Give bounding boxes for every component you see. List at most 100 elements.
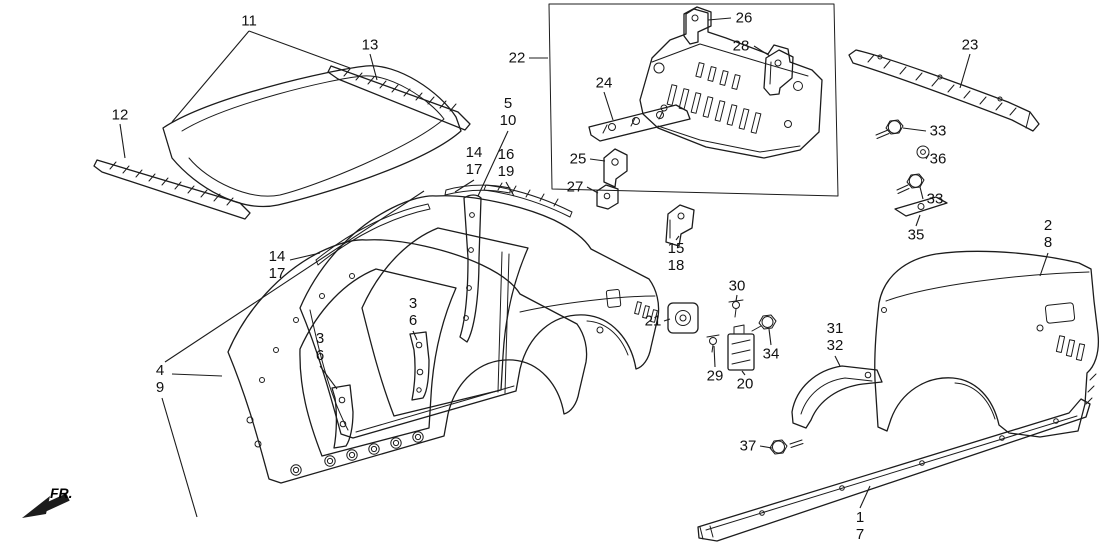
part-label-30: 30 [729, 278, 746, 295]
part-number: 14 [465, 144, 483, 161]
part-label-24: 24 [596, 75, 613, 92]
leader-line-31-32 [834, 355, 841, 367]
part-number: 12 [111, 106, 129, 124]
part-label-20: 20 [737, 376, 754, 393]
bulkhead-bracket-26-shape [683, 6, 712, 45]
leader-line-29 [713, 345, 716, 368]
leader-line-36 [925, 153, 930, 160]
part-label-13: 13 [362, 37, 379, 54]
part-label-26: 26 [736, 10, 753, 27]
group-box-22 [548, 3, 839, 197]
pillar-stiffener-lower-shape [331, 384, 354, 449]
roof-side-rail-right-shape [327, 65, 471, 131]
roof-side-rail-left-shape [93, 159, 251, 220]
quarter-panel-shape [874, 250, 1100, 438]
leader-line-21 [663, 318, 671, 322]
leader-line-5-10 [477, 130, 509, 197]
leader-line-12 [119, 123, 126, 159]
part-number: 35 [907, 226, 925, 244]
striker-bracket-15-18-shape [665, 204, 695, 247]
part-number: 3 [315, 330, 325, 347]
leader-line-13 [369, 53, 378, 81]
part-number: 24 [595, 74, 613, 92]
fr-arrow-icon [22, 496, 50, 518]
leader-line-11 [171, 30, 250, 123]
leader-line-25 [589, 158, 606, 162]
leader-line-14-17-upper [454, 179, 475, 193]
part-number: 20 [736, 375, 754, 393]
part-label-25: 25 [570, 151, 587, 168]
part-number: 3 [408, 295, 418, 312]
pillar-stiffener-upper-shape [409, 331, 430, 401]
leader-line-37 [759, 445, 773, 449]
part-number: 33 [929, 122, 947, 140]
part-label-33-lower: 33 [927, 191, 944, 208]
bracket-20-shape [727, 324, 755, 371]
part-number: 7 [855, 526, 865, 543]
leader-line-28 [753, 45, 771, 57]
part-number: 27 [566, 178, 584, 196]
part-number: 17 [268, 265, 286, 282]
leader-line-30 [735, 294, 738, 302]
leader-line-14-17-left [289, 252, 321, 261]
bracket-25-shape [603, 148, 628, 188]
part-number: 13 [361, 36, 379, 54]
leader-line-11 [248, 30, 351, 69]
bolt-33-upper-icon [875, 119, 904, 139]
bracket-27-shape [596, 184, 619, 210]
rear-bulkhead-panel-shape [639, 8, 823, 159]
part-number: 15 [667, 240, 685, 257]
part-number: 37 [739, 437, 757, 455]
drip-rail-left-shape [315, 203, 431, 266]
part-number: 5 [503, 95, 513, 112]
leader-line-27 [586, 186, 599, 194]
part-label-27: 27 [567, 179, 584, 196]
part-number: 9 [155, 379, 165, 396]
part-number: 28 [732, 37, 750, 55]
part-number: 1 [855, 509, 865, 526]
side-sill-shape [697, 398, 1091, 542]
part-number: 11 [241, 12, 257, 30]
part-label-34: 34 [763, 346, 780, 363]
part-number: 18 [667, 257, 685, 274]
leader-line-3-6-lower [319, 365, 338, 390]
part-number: 22 [508, 49, 526, 67]
part-number: 23 [961, 36, 979, 54]
part-label-36: 36 [930, 151, 947, 168]
leader-line-33-lower [919, 186, 924, 200]
part-label-11: 11 [241, 13, 257, 30]
leader-line-24 [603, 91, 614, 121]
rear-rail-23-shape [848, 49, 1040, 132]
part-label-21: 21 [645, 313, 662, 330]
part-number: 19 [497, 163, 515, 180]
roof-panel-shape [162, 65, 462, 207]
leader-line-23 [959, 53, 971, 89]
part-label-37: 37 [740, 438, 757, 455]
part-number: 10 [499, 112, 517, 129]
splash-guard-31-32-shape [791, 365, 883, 429]
leader-line-26 [707, 17, 732, 21]
center-pillar-stiffener-shape [459, 194, 482, 343]
part-number: 33 [926, 190, 944, 208]
part-label-23: 23 [962, 37, 979, 54]
part-number: 8 [1043, 234, 1053, 251]
part-number: 34 [762, 345, 780, 363]
leader-line-15-18 [675, 235, 680, 241]
fr-direction-arrow: FR. [22, 485, 73, 518]
part-number: 26 [735, 9, 753, 27]
leader-line-1-7 [859, 485, 871, 509]
leader-line-4-9 [161, 397, 198, 518]
leader-line-16-19 [505, 181, 515, 197]
part-number: 31 [826, 320, 844, 337]
leader-line-34 [768, 328, 772, 346]
part-label-22: 22 [509, 50, 526, 67]
part-number: 25 [569, 150, 587, 168]
part-label-29: 29 [707, 368, 724, 385]
